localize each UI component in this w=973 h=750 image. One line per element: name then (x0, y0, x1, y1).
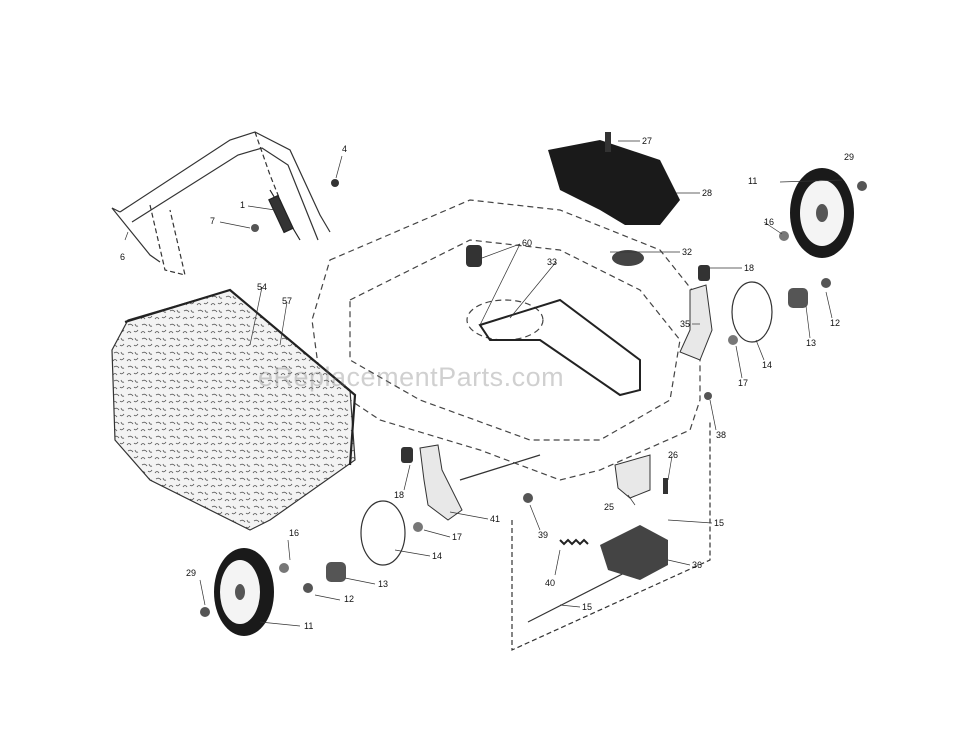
callout-17-right: 17 (738, 378, 749, 388)
callout-36: 36 (692, 560, 703, 570)
drive-belt (478, 298, 641, 397)
callout-35: 35 (680, 319, 691, 329)
callout-18-left: 18 (394, 490, 405, 500)
left-nut-29 (200, 607, 210, 617)
grass-bag (111, 288, 357, 531)
drive-axle (459, 420, 711, 651)
nut-39 (523, 493, 533, 503)
callout-40: 40 (545, 578, 556, 588)
callout-11-left: 11 (304, 621, 314, 631)
callout-18-right: 18 (744, 263, 755, 273)
left-washer-17 (413, 522, 423, 532)
right-washer-16 (779, 231, 789, 241)
left-wheel-cover (360, 500, 406, 566)
left-washer-16 (279, 563, 289, 573)
bolt-26 (663, 478, 668, 494)
callout-27: 27 (642, 136, 653, 146)
leader-lines (124, 140, 843, 627)
callout-15-a: 15 (714, 518, 725, 528)
callout-29-right: 29 (844, 152, 855, 162)
callout-11-right: 11 (748, 176, 758, 186)
watermark: eReplacementParts.com (258, 362, 565, 392)
callout-13-left: 13 (378, 579, 389, 589)
callout-16-left: 16 (289, 528, 300, 538)
bolt-4 (331, 179, 339, 187)
callout-60: 60 (522, 238, 533, 248)
left-rear-wheel (214, 548, 274, 636)
right-nut-12 (821, 278, 831, 288)
callout-16-right: 16 (764, 217, 775, 227)
callout-14-left: 14 (432, 551, 443, 561)
left-height-adjuster (401, 444, 463, 521)
right-washer-17 (728, 335, 738, 345)
callout-12-left: 12 (344, 594, 355, 604)
callout-17-left: 17 (452, 532, 463, 542)
cable-control (268, 189, 301, 241)
upper-handle (111, 131, 331, 276)
callout-6: 6 (120, 252, 126, 262)
callout-14-right: 14 (762, 360, 773, 370)
callout-54: 54 (257, 282, 268, 292)
callout-33: 33 (547, 257, 558, 267)
bolt-27 (605, 132, 611, 152)
callout-25: 25 (604, 502, 615, 512)
callout-29-left: 29 (186, 568, 197, 578)
callout-41: 41 (490, 514, 501, 524)
belt-cover (548, 140, 680, 225)
callout-39: 39 (538, 530, 549, 540)
callout-28: 28 (702, 188, 713, 198)
nut-7 (251, 224, 259, 232)
callout-7: 7 (210, 216, 216, 226)
bolt-38 (704, 392, 712, 400)
callout-15-b: 15 (582, 602, 593, 612)
callout-26: 26 (668, 450, 679, 460)
left-nut-12 (303, 583, 313, 593)
callout-1: 1 (240, 200, 246, 210)
right-height-adjuster (679, 265, 713, 361)
pulley (612, 250, 644, 266)
callout-32: 32 (682, 247, 693, 257)
right-nut-29 (857, 181, 867, 191)
spring (559, 538, 589, 546)
knob (466, 245, 482, 267)
transmission (600, 454, 668, 580)
callout-12-right: 12 (830, 318, 841, 328)
callout-4: 4 (342, 144, 348, 154)
callout-57: 57 (282, 296, 293, 306)
callout-13-right: 13 (806, 338, 817, 348)
right-wheel-cover (731, 281, 773, 343)
right-rear-wheel (790, 168, 854, 258)
callout-38: 38 (716, 430, 727, 440)
left-gear (326, 562, 346, 582)
right-gear (788, 288, 808, 308)
